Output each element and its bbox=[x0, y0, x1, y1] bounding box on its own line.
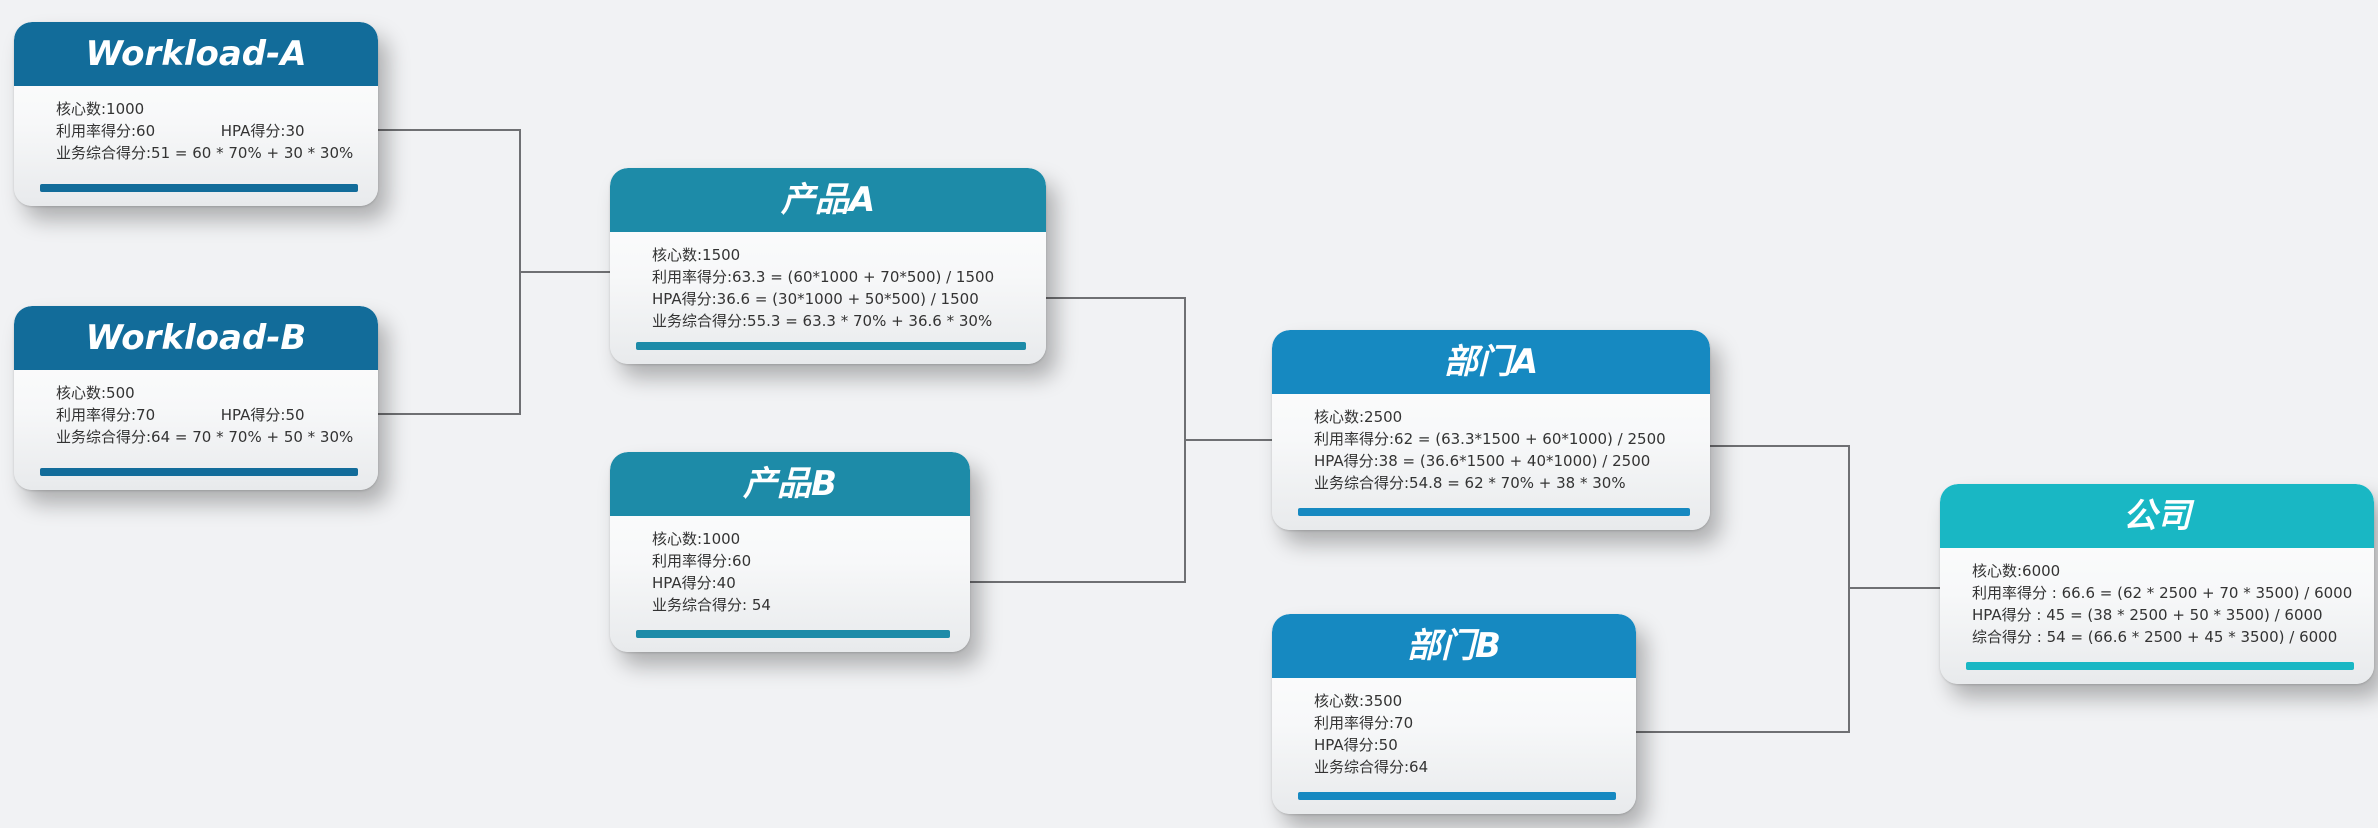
node-title: 产品B bbox=[610, 452, 970, 516]
utilization-score: 利用率得分:62 = (63.3*1500 + 60*1000) / 2500 bbox=[1314, 430, 1666, 448]
node-title: 部门A bbox=[1272, 330, 1710, 394]
utilization-score: 利用率得分:63.3 = (60*1000 + 70*500) / 1500 bbox=[652, 268, 995, 286]
utilization-score: 利用率得分:60 bbox=[652, 552, 752, 570]
connector-workload-b-to-product-a bbox=[378, 272, 521, 415]
connector-workload-a-to-product-a bbox=[378, 129, 610, 273]
utilization-score: 利用率得分:70 bbox=[1314, 714, 1414, 732]
core-count: 核心数:1500 bbox=[652, 246, 741, 264]
composite-score: 业务综合得分:64 = 70 * 70% + 50 * 30% bbox=[56, 428, 354, 446]
core-count: 核心数:2500 bbox=[1314, 408, 1403, 426]
composite-score: 业务综合得分:54.8 = 62 * 70% + 38 * 30% bbox=[1314, 474, 1626, 492]
accent-bar bbox=[40, 468, 358, 476]
composite-score: 业务综合得分:55.3 = 63.3 * 70% + 36.6 * 30% bbox=[652, 312, 993, 330]
utilization-score: 利用率得分:60 bbox=[56, 122, 156, 140]
node-department-a: 部门A 核心数:2500 利用率得分:62 = (63.3*1500 + 60*… bbox=[1272, 330, 1710, 530]
composite-score: 业务综合得分:51 = 60 * 70% + 30 * 30% bbox=[56, 144, 354, 162]
accent-bar bbox=[40, 184, 358, 192]
node-product-b: 产品B 核心数:1000 利用率得分:60 HPA得分:40 业务综合得分: 5… bbox=[610, 452, 970, 652]
node-workload-b: Workload-B 核心数:500 利用率得分:70 HPA得分:50 业务综… bbox=[14, 306, 378, 490]
hpa-score: HPA得分:38 = (36.6*1500 + 40*1000) / 2500 bbox=[1314, 452, 1651, 470]
accent-bar bbox=[636, 630, 950, 638]
utilization-score: 利用率得分 : 66.6 = (62 * 2500 + 70 * 3500) /… bbox=[1972, 584, 2353, 602]
core-count: 核心数:3500 bbox=[1314, 692, 1403, 710]
hpa-score: HPA得分:40 bbox=[652, 574, 736, 592]
node-workload-a: Workload-A 核心数:1000 利用率得分:60 HPA得分:30 业务… bbox=[14, 22, 378, 206]
node-product-a: 产品A 核心数:1500 利用率得分:63.3 = (60*1000 + 70*… bbox=[610, 168, 1046, 364]
connector-product-b-to-dept-a bbox=[970, 440, 1186, 583]
node-title: 公司 bbox=[1940, 484, 2374, 548]
utilization-score: 利用率得分:70 bbox=[56, 406, 156, 424]
composite-score: 综合得分 : 54 = (66.6 * 2500 + 45 * 3500) / … bbox=[1972, 628, 2338, 646]
node-title: 部门B bbox=[1272, 614, 1636, 678]
connector-dept-b-to-company bbox=[1636, 588, 1850, 733]
accent-bar bbox=[1966, 662, 2354, 670]
connector-product-a-to-dept-a bbox=[1046, 297, 1272, 441]
node-title: Workload-B bbox=[14, 306, 378, 370]
hpa-score: HPA得分:30 bbox=[220, 122, 305, 140]
node-title: 产品A bbox=[610, 168, 1046, 232]
accent-bar bbox=[636, 342, 1026, 350]
composite-score: 业务综合得分: 54 bbox=[652, 596, 771, 614]
core-count: 核心数:500 bbox=[56, 384, 135, 402]
node-company: 公司 核心数:6000 利用率得分 : 66.6 = (62 * 2500 + … bbox=[1940, 484, 2374, 684]
accent-bar bbox=[1298, 792, 1616, 800]
composite-score: 业务综合得分:64 bbox=[1314, 758, 1429, 776]
hpa-score: HPA得分:36.6 = (30*1000 + 50*500) / 1500 bbox=[652, 290, 979, 308]
node-department-b: 部门B 核心数:3500 利用率得分:70 HPA得分:50 业务综合得分:64 bbox=[1272, 614, 1636, 814]
hpa-score: HPA得分:50 bbox=[1314, 736, 1398, 754]
accent-bar bbox=[1298, 508, 1690, 516]
hpa-score: HPA得分 : 45 = (38 * 2500 + 50 * 3500) / 6… bbox=[1972, 606, 2323, 624]
core-count: 核心数:1000 bbox=[56, 100, 145, 118]
node-title: Workload-A bbox=[14, 22, 378, 86]
core-count: 核心数:1000 bbox=[652, 530, 741, 548]
hpa-score: HPA得分:50 bbox=[220, 406, 305, 424]
connector-dept-a-to-company bbox=[1710, 445, 1940, 589]
core-count: 核心数:6000 bbox=[1972, 562, 2061, 580]
